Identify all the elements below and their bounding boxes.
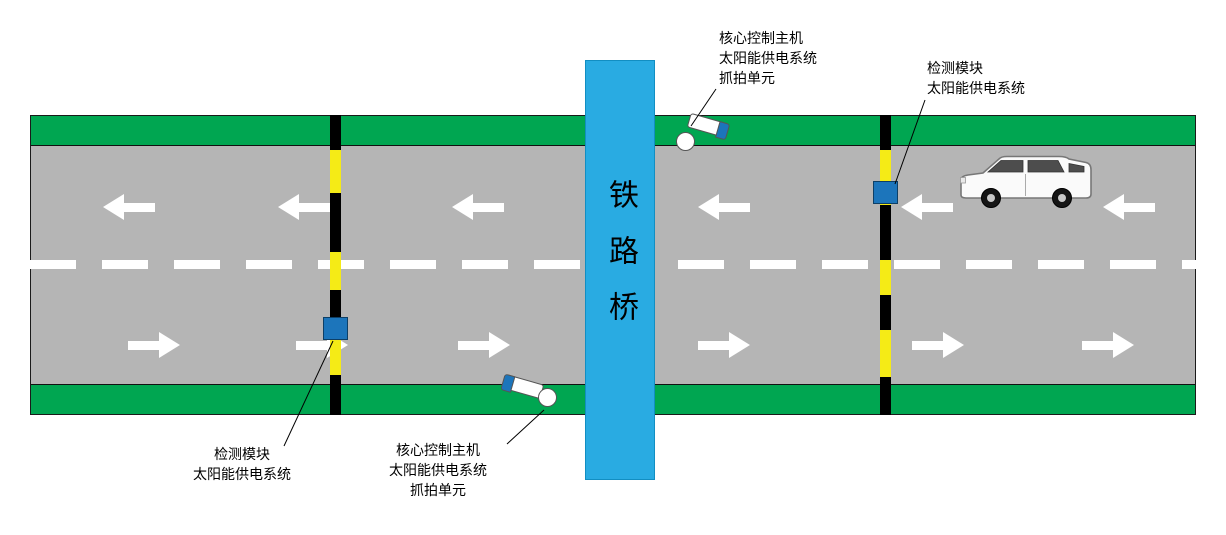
camera-lens [500,373,516,393]
arrow-head [452,194,473,220]
pole-stripe [880,150,891,205]
annotation-detection-module-top-right: 检测模块 太阳能供电系统 [927,58,1057,98]
traffic-arrow-left [698,194,750,220]
traffic-arrow-left [452,194,504,220]
pole-stripe [330,252,341,290]
traffic-arrow-left [103,194,155,220]
annotation-line: 检测模块 [214,446,270,462]
arrow-shaft [922,202,953,212]
annotation-line: 太阳能供电系统 [389,462,487,478]
railway-bridge: 铁路桥 [585,60,655,480]
pole-stripe [880,330,891,377]
traffic-arrow-left [901,194,953,220]
traffic-arrow-left [1103,194,1155,220]
detection-module-right [873,181,898,204]
arrow-shaft [296,340,327,350]
suv-car-icon [960,155,1092,208]
arrow-shaft [912,340,943,350]
pole-stripe [880,205,891,260]
pole-stripe [330,193,341,252]
traffic-arrow-left [278,194,330,220]
traffic-arrow-right [1082,332,1134,358]
annotation-line: 太阳能供电系统 [193,466,291,482]
pole-stripe [880,115,891,150]
annotation-line: 核心控制主机 [719,30,803,46]
arrow-head [729,332,750,358]
arrow-head [103,194,124,220]
arrow-head [943,332,964,358]
annotation-detection-module-bottom-left: 检测模块 太阳能供电系统 [186,444,298,484]
arrow-shaft [698,340,729,350]
camera-mount [538,388,557,407]
camera-mount [676,132,695,151]
pole-stripe [880,260,891,295]
traffic-arrow-right [458,332,510,358]
arrow-head [278,194,299,220]
annotation-line: 太阳能供电系统 [719,50,817,66]
arrow-head [901,194,922,220]
pole-stripe [330,320,341,375]
arrow-shaft [473,202,504,212]
pole-stripe [330,290,341,320]
detection-module-left [323,317,348,340]
arrow-shaft [1124,202,1155,212]
arrow-head [698,194,719,220]
pole-stripe [880,295,891,330]
annotation-core-control-bottom: 核心控制主机 太阳能供电系统 抓拍单元 [382,440,494,500]
railway-bridge-label: 铁路桥 [604,179,637,347]
arrow-head [1113,332,1134,358]
pole-stripe [330,375,341,415]
arrow-shaft [299,202,330,212]
arrow-shaft [1082,340,1113,350]
arrow-shaft [124,202,155,212]
traffic-arrow-right [128,332,180,358]
annotation-core-control-top: 核心控制主机 太阳能供电系统 抓拍单元 [719,28,849,88]
arrow-shaft [128,340,159,350]
detection-gantry-pole-right [880,115,891,415]
cctv-camera-icon [668,106,744,158]
traffic-arrow-right [698,332,750,358]
traffic-arrow-right [912,332,964,358]
pole-stripe [330,150,341,193]
pole-stripe [880,377,891,415]
detection-gantry-pole-left [330,115,341,415]
annotation-line: 抓拍单元 [410,482,466,498]
annotation-line: 太阳能供电系统 [927,80,1025,96]
camera-body [686,112,731,140]
pole-stripe [330,115,341,150]
annotation-line: 检测模块 [927,60,983,76]
arrow-shaft [719,202,750,212]
arrow-head [1103,194,1124,220]
arrow-head [159,332,180,358]
arrow-shaft [458,340,489,350]
annotation-line: 核心控制主机 [396,442,480,458]
annotation-line: 抓拍单元 [719,70,775,86]
camera-lens [715,120,731,140]
arrow-head [489,332,510,358]
cctv-camera-icon [496,366,572,418]
